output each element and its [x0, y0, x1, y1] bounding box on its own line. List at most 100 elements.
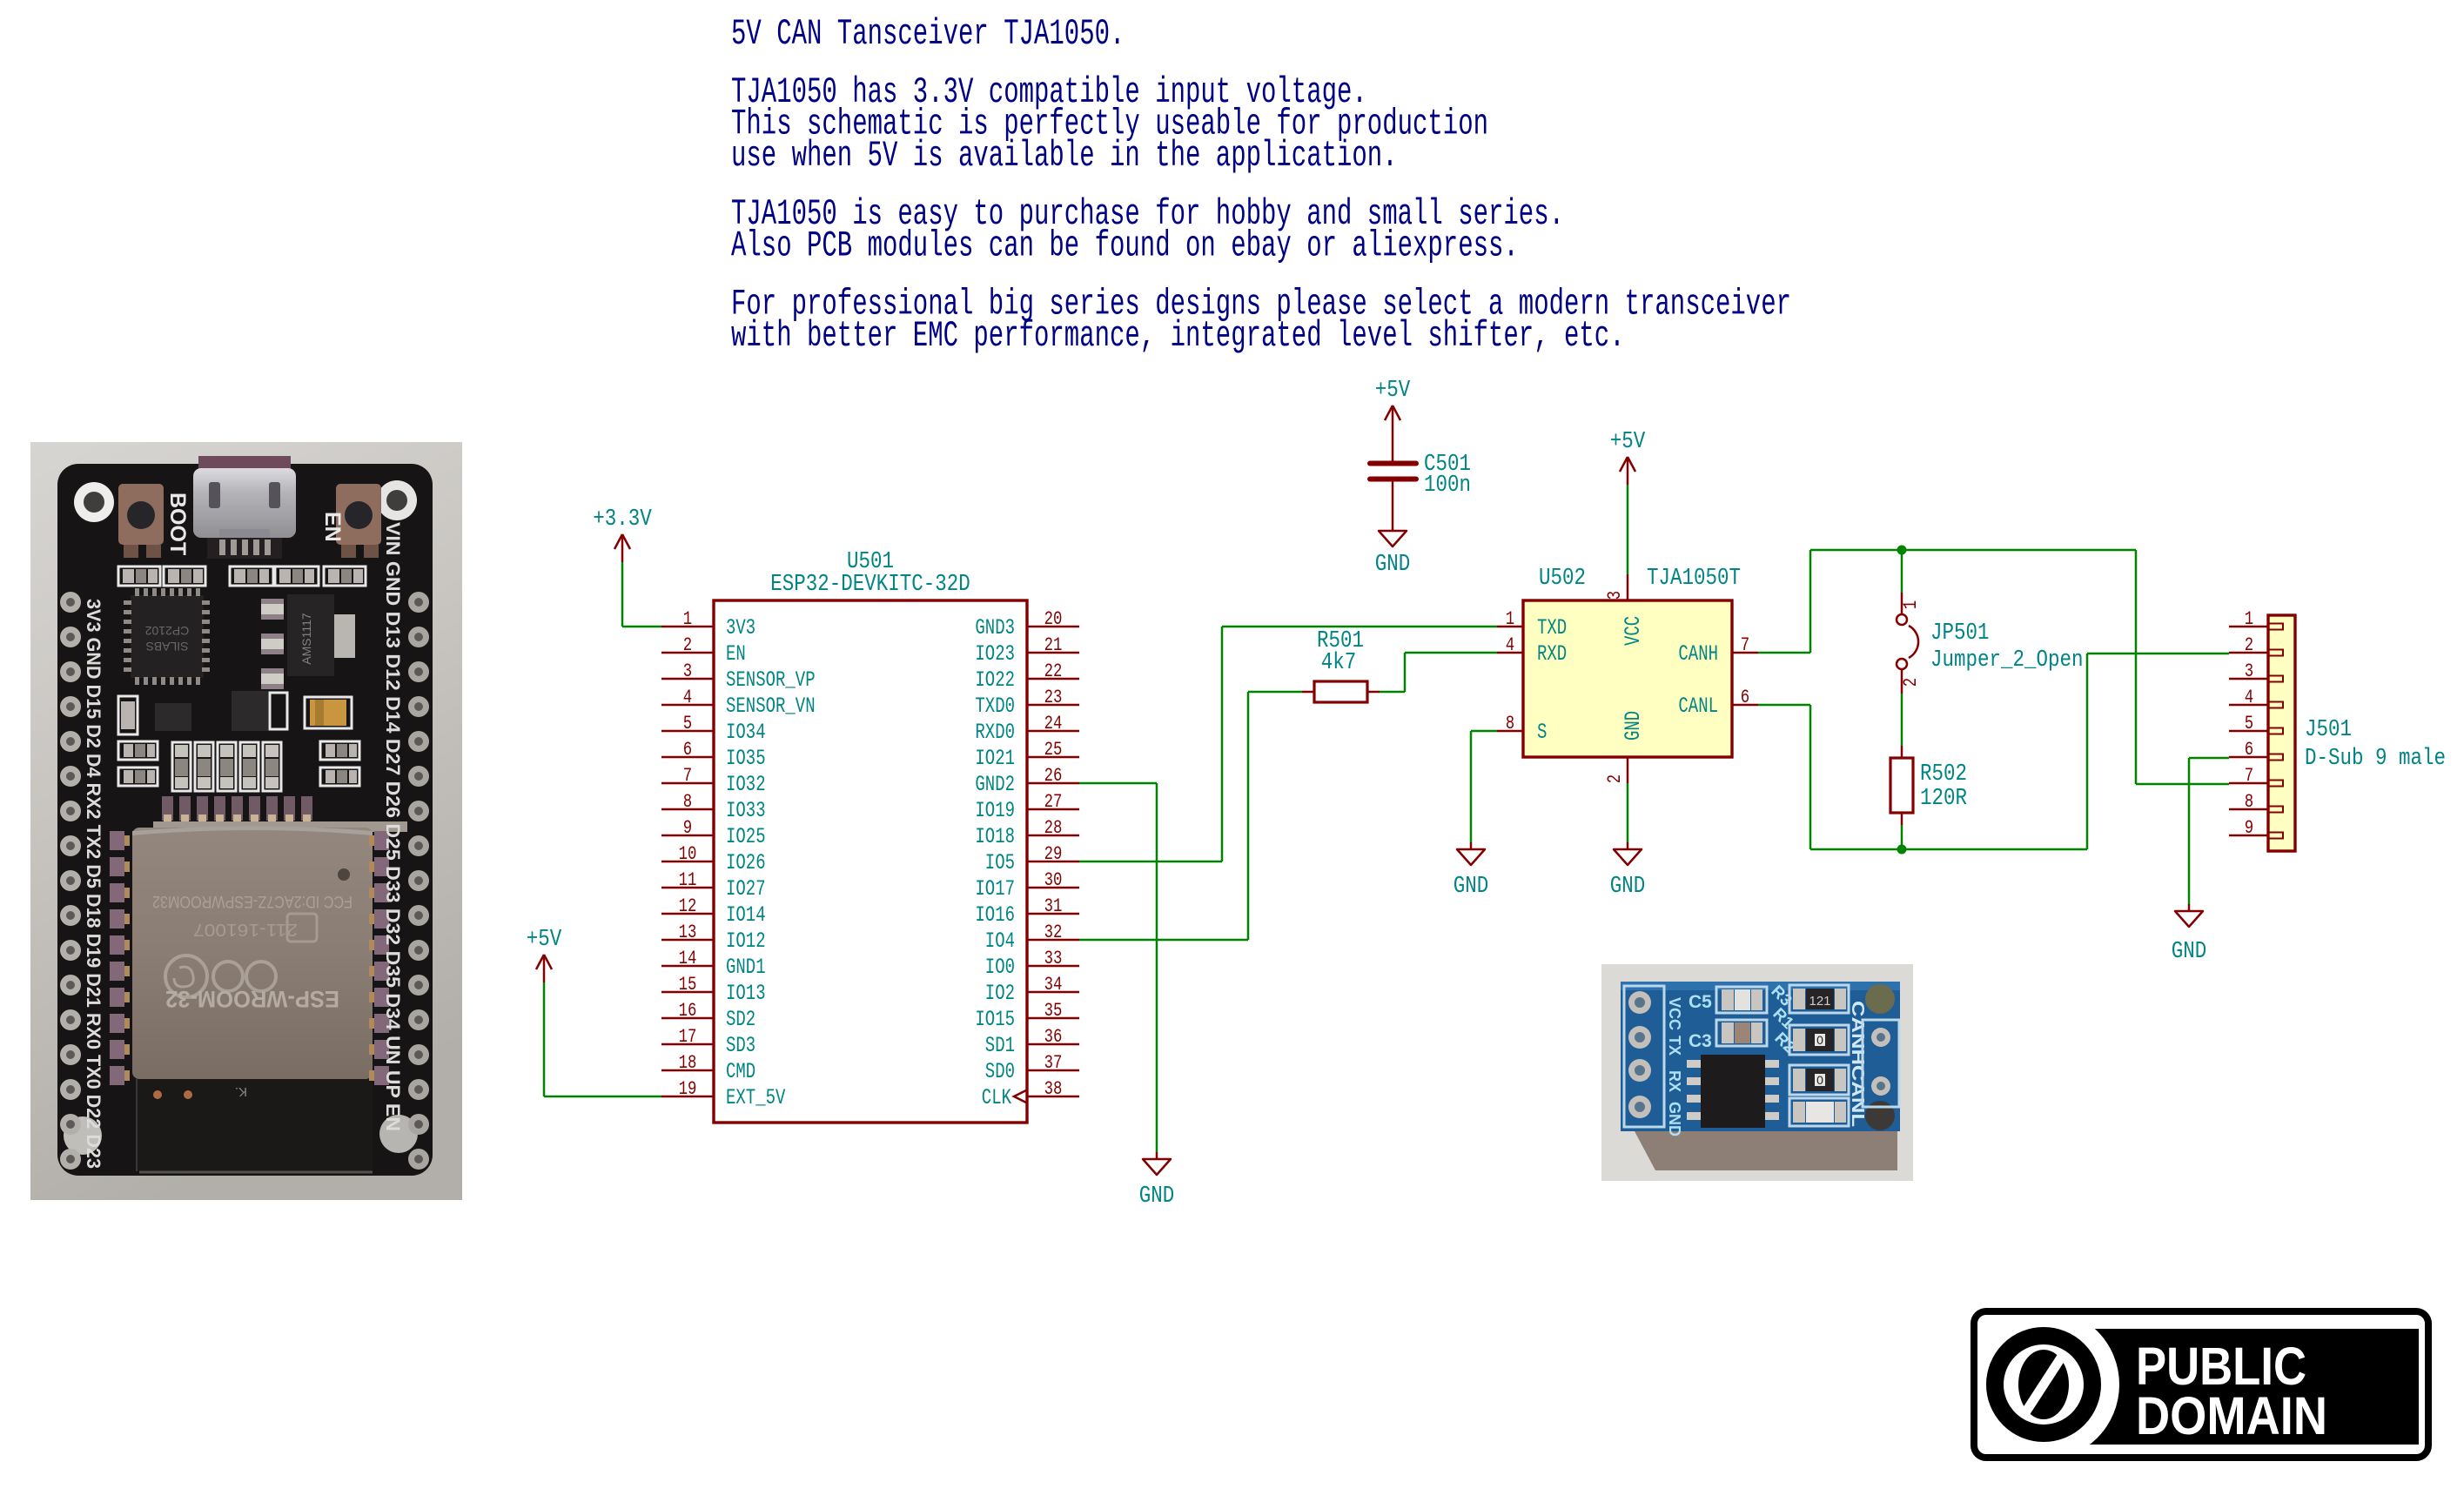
svg-text:GND: GND: [1666, 1102, 1683, 1136]
svg-text:22: 22: [1044, 660, 1063, 682]
svg-text:with better EMC performance, i: with better EMC performance, integrated …: [731, 315, 1625, 357]
svg-text:CANH: CANH: [1678, 641, 1718, 667]
svg-text:K.: K.: [235, 1084, 247, 1099]
svg-text:EN: EN: [726, 641, 746, 667]
svg-text:3V3: 3V3: [726, 615, 755, 640]
svg-text:211-161007: 211-161007: [193, 920, 298, 939]
svg-text:VIN GND D13 D12 D14 D27 D26 D2: VIN GND D13 D12 D14 D27 D26 D25 D33 D32 …: [382, 522, 404, 1131]
svg-text:15: 15: [679, 974, 697, 996]
svg-text:IO27: IO27: [726, 876, 766, 902]
svg-text:GND1: GND1: [726, 955, 766, 980]
svg-text:IO26: IO26: [726, 850, 766, 875]
svg-text:6: 6: [2245, 739, 2253, 761]
svg-text:27: 27: [1044, 791, 1063, 813]
svg-text:IO13: IO13: [726, 981, 766, 1006]
svg-text:AMS1117: AMS1117: [299, 613, 313, 665]
svg-text:DOMAIN: DOMAIN: [2136, 1386, 2327, 1445]
svg-text:6: 6: [683, 739, 692, 761]
svg-text:8: 8: [2245, 791, 2253, 813]
svg-text:GND: GND: [2172, 939, 2207, 965]
svg-text:4: 4: [2245, 687, 2253, 708]
svg-text:IO22: IO22: [975, 667, 1015, 693]
svg-text:28: 28: [1044, 817, 1063, 839]
svg-text:+5V: +5V: [1375, 378, 1411, 404]
svg-text:R501: R501: [1317, 628, 1364, 654]
svg-text:IO17: IO17: [975, 876, 1015, 902]
svg-text:GND3: GND3: [975, 615, 1015, 640]
svg-text:32: 32: [1044, 922, 1063, 943]
svg-text:IO5: IO5: [985, 850, 1015, 875]
svg-text:3: 3: [2245, 660, 2253, 682]
svg-text:5: 5: [683, 713, 692, 734]
svg-text:6: 6: [1741, 687, 1749, 708]
svg-text:PUBLIC: PUBLIC: [2136, 1337, 2306, 1396]
svg-text:For professional big series de: For professional big series designs plea…: [731, 284, 1791, 325]
svg-text:IO15: IO15: [975, 1007, 1015, 1032]
svg-text:RXD: RXD: [1537, 641, 1567, 667]
svg-text:CANL: CANL: [1678, 694, 1718, 719]
svg-text:12: 12: [679, 895, 697, 917]
svg-text:SENSOR_VP: SENSOR_VP: [726, 667, 816, 693]
svg-text:IO19: IO19: [975, 798, 1015, 823]
svg-text:3V3 GND D15 D2 D4 RX2 TX2 D5 D: 3V3 GND D15 D2 D4 RX2 TX2 D5 D18 D19 D21…: [83, 599, 104, 1169]
svg-text:ESP32-DEVKITC-32D: ESP32-DEVKITC-32D: [770, 572, 970, 598]
svg-text:SD0: SD0: [985, 1059, 1015, 1084]
svg-text:24: 24: [1044, 713, 1063, 734]
svg-text:GND: GND: [1621, 711, 1646, 741]
svg-text:use when 5V is available in th: use when 5V is available in the applicat…: [731, 135, 1398, 177]
svg-text:+5V: +5V: [527, 927, 562, 953]
svg-text:IO14: IO14: [726, 902, 766, 928]
svg-text:23: 23: [1044, 687, 1063, 708]
svg-text:GND: GND: [1454, 874, 1489, 900]
svg-text:C3: C3: [1689, 1031, 1712, 1051]
svg-text:37: 37: [1044, 1052, 1063, 1074]
svg-text:4: 4: [1506, 634, 1514, 656]
svg-text:C501: C501: [1424, 452, 1471, 478]
svg-text:TX: TX: [1666, 1036, 1683, 1056]
svg-text:VCC: VCC: [1666, 997, 1683, 1030]
svg-text:IO21: IO21: [975, 746, 1015, 771]
svg-text:ESP-WROOM-32: ESP-WROOM-32: [165, 986, 339, 1012]
svg-text:IO18: IO18: [975, 824, 1015, 849]
svg-text:S: S: [1537, 720, 1547, 745]
svg-text:SILABS: SILABS: [145, 640, 188, 654]
svg-text:This schematic is perfectly us: This schematic is perfectly useable for …: [731, 104, 1488, 145]
svg-text:8: 8: [683, 791, 692, 813]
svg-text:SD1: SD1: [985, 1033, 1015, 1058]
svg-text:D-Sub 9 male: D-Sub 9 male: [2305, 746, 2446, 772]
svg-text:2: 2: [1604, 774, 1626, 783]
svg-text:1: 1: [2245, 608, 2253, 630]
svg-text:7: 7: [2245, 765, 2253, 787]
svg-text:5V CAN Tansceiver TJA1050.: 5V CAN Tansceiver TJA1050.: [731, 13, 1125, 55]
svg-text:2: 2: [2245, 634, 2253, 656]
svg-text:31: 31: [1044, 895, 1063, 917]
svg-text:SENSOR_VN: SENSOR_VN: [726, 694, 816, 719]
svg-text:IO33: IO33: [726, 798, 766, 823]
svg-text:13: 13: [679, 922, 697, 943]
svg-text:IO34: IO34: [726, 720, 766, 745]
svg-text:0: 0: [1816, 1033, 1823, 1047]
svg-text:R502: R502: [1920, 761, 1967, 788]
svg-text:11: 11: [679, 869, 697, 891]
svg-text:18: 18: [679, 1052, 697, 1074]
svg-text:100n: 100n: [1424, 473, 1471, 499]
svg-text:7: 7: [1741, 634, 1749, 656]
svg-text:34: 34: [1044, 974, 1063, 996]
svg-text:GND2: GND2: [975, 772, 1015, 797]
svg-text:JP501: JP501: [1930, 620, 1990, 647]
svg-text:IO35: IO35: [726, 746, 766, 771]
svg-text:33: 33: [1044, 948, 1063, 969]
svg-text:TJA1050T: TJA1050T: [1647, 566, 1741, 592]
svg-text:EN: EN: [320, 512, 345, 542]
svg-text:121: 121: [1809, 994, 1830, 1009]
svg-text:IO4: IO4: [985, 929, 1015, 954]
svg-text:CP2102: CP2102: [144, 624, 189, 638]
svg-text:SD3: SD3: [726, 1033, 755, 1058]
svg-text:29: 29: [1044, 843, 1063, 865]
svg-text:IO16: IO16: [975, 902, 1015, 928]
svg-text:CLK: CLK: [982, 1085, 1011, 1110]
svg-text:+3.3V: +3.3V: [593, 506, 652, 533]
svg-text:J501: J501: [2305, 717, 2352, 743]
svg-text:4: 4: [683, 687, 692, 708]
svg-text:0: 0: [1816, 1073, 1823, 1087]
